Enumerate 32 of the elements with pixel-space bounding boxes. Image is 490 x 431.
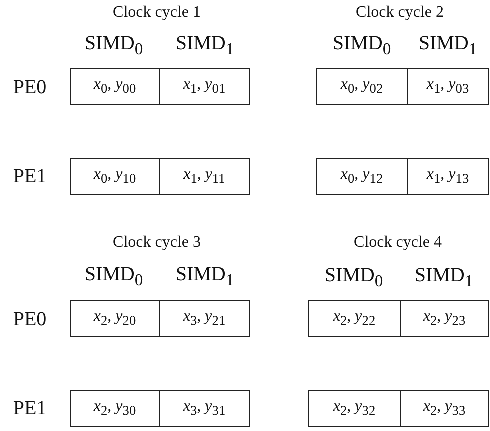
register-cell: x$_{3}$, y$_{31}$ xyxy=(159,390,250,427)
register-cell: x$_{2}$, y$_{33}$ xyxy=(400,390,489,427)
register-cell: x$_{2}$, y$_{20}$ xyxy=(70,300,160,337)
lane-label: SIMD$_{1}$ xyxy=(414,264,474,292)
lane-label: SIMD$_{1}$ xyxy=(176,32,234,60)
lane-label: SIMD$_{0}$ xyxy=(84,32,144,60)
register-cell: x$_{0}$, y$_{00}$ xyxy=(70,68,160,105)
column-heading: Clock cycle 4 xyxy=(354,234,442,252)
row-label: PE0 xyxy=(13,76,47,100)
column-heading: Clock cycle 1 xyxy=(113,4,201,22)
register-cell: x$_{1}$, y$_{11}$ xyxy=(159,158,250,195)
register-cell: x$_{1}$, y$_{03}$ xyxy=(407,68,489,105)
lane-label: SIMD$_{1}$ xyxy=(418,32,478,60)
lane-label: SIMD$_{1}$ xyxy=(176,264,234,290)
row-label: PE1 xyxy=(13,166,47,188)
register-cell: x$_{3}$, y$_{21}$ xyxy=(159,300,250,337)
row-label: PE0 xyxy=(13,308,47,332)
register-cell: x$_{0}$, y$_{12}$ xyxy=(316,158,408,195)
register-cell: x$_{1}$, y$_{13}$ xyxy=(407,158,489,195)
register-cell: x$_{2}$, y$_{23}$ xyxy=(400,300,489,337)
lane-label: SIMD$_{0}$ xyxy=(324,264,384,292)
column-heading: Clock cycle 2 xyxy=(356,4,444,22)
register-cell: x$_{2}$, y$_{22}$ xyxy=(308,300,401,337)
lane-label: SIMD$_{0}$ xyxy=(332,32,392,60)
register-cell: x$_{2}$, y$_{30}$ xyxy=(70,390,160,427)
register-cell: x$_{1}$, y$_{01}$ xyxy=(159,68,250,105)
row-label: PE1 xyxy=(13,398,47,420)
register-cell: x$_{0}$, y$_{10}$ xyxy=(70,158,160,195)
column-heading: Clock cycle 3 xyxy=(113,234,201,252)
lane-label: SIMD$_{0}$ xyxy=(84,264,144,290)
register-cell: x$_{0}$, y$_{02}$ xyxy=(316,68,408,105)
register-cell: x$_{2}$, y$_{32}$ xyxy=(308,390,401,427)
